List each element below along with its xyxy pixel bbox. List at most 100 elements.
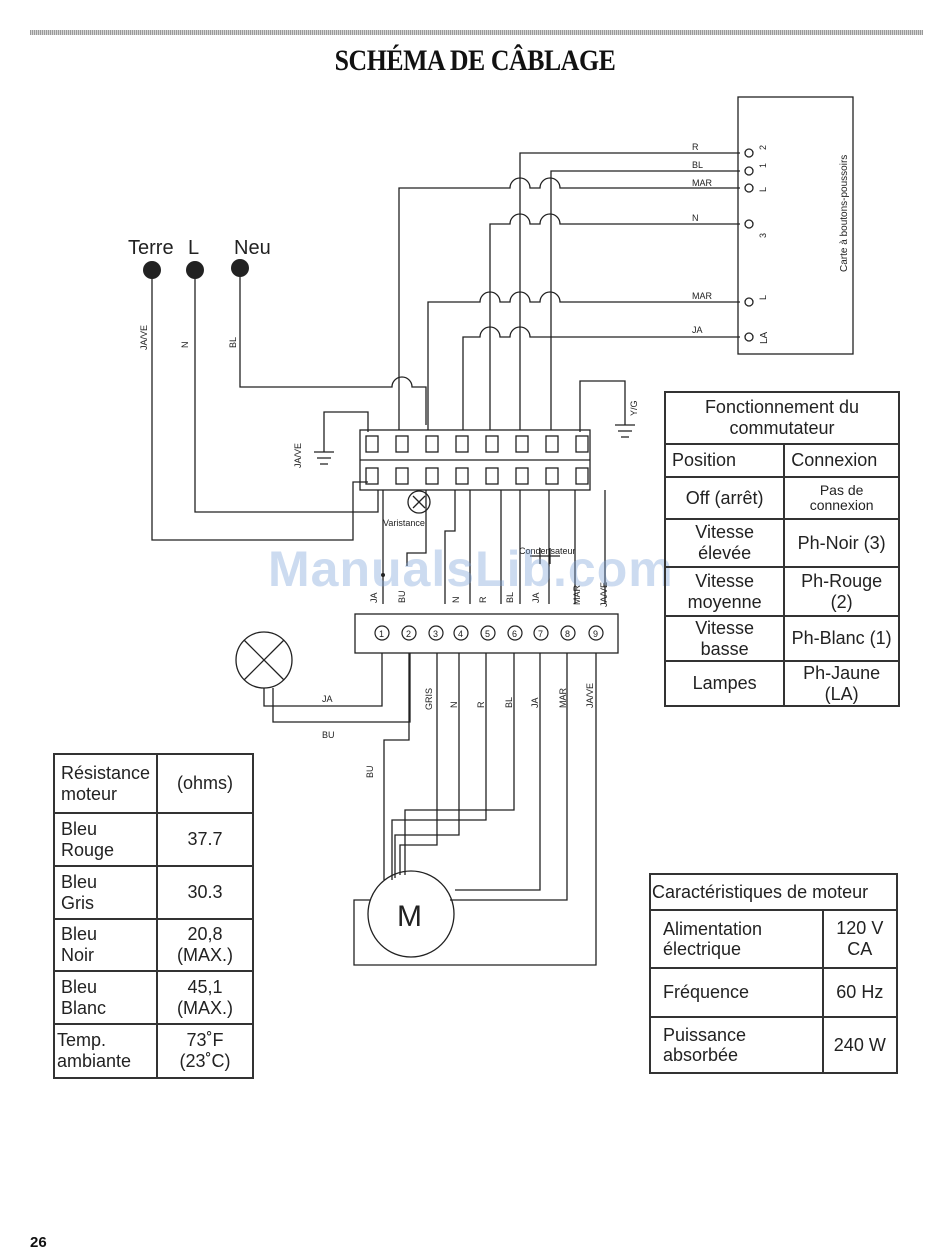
motor-table: Caractéristiques de moteur Alimentation … [649, 873, 899, 1074]
switch-position: Vitesse élevée [663, 518, 786, 568]
wire-bl [550, 170, 740, 430]
resistance-pair: Bleu Blanc [52, 970, 159, 1025]
connector-pin: 2 [406, 629, 411, 639]
resistance-value: 30.3 [156, 865, 254, 920]
switch-table: Fonctionnement du commutateur Position C… [663, 391, 900, 707]
switch-position: Vitesse moyenne [663, 566, 786, 617]
wire-mar-1 [398, 177, 740, 430]
wire-ground-supply [151, 272, 368, 541]
switch-header-position: Position [663, 443, 786, 478]
motor-label: M [397, 900, 422, 933]
wire-label: R [478, 596, 488, 603]
wire-neutral-supply [239, 268, 427, 425]
connector-pin: 9 [593, 629, 598, 639]
wire-ja [462, 326, 740, 430]
pin-label: LA [759, 331, 770, 344]
resistance-value: 45,1 (MAX.) [156, 970, 254, 1025]
varistor-label: Varistance [383, 518, 425, 528]
wire-label: MAR [572, 585, 582, 606]
wire-label: GRIS [424, 688, 434, 710]
resistance-wire-a: Bleu [61, 976, 98, 997]
control-board-box [737, 96, 854, 355]
wire-label: JA [369, 592, 379, 603]
resistance-wire-a: Bleu [61, 818, 98, 839]
wire-label: JA/VE [139, 325, 149, 350]
motor-table-title: Caractéristiques de moteur [649, 873, 898, 911]
connector-pin: 8 [565, 629, 570, 639]
label-l: L [188, 237, 199, 259]
resistance-pair: Bleu Noir [52, 918, 159, 972]
wire-label: BU [365, 765, 375, 778]
wire-label: BL [692, 160, 703, 170]
connector-pin: 6 [512, 629, 517, 639]
wire-label: BU [322, 730, 335, 740]
wire-label: N [180, 342, 190, 349]
wire-label: JA [531, 592, 541, 603]
wire-label: JA/VE [293, 443, 303, 468]
wire-label: JA [530, 697, 540, 708]
resistance-pair: Bleu Rouge [52, 812, 159, 867]
switch-connection: Pas de connexion [783, 476, 900, 520]
resistance-table-unit: (ohms) [156, 753, 254, 814]
ground-symbol-left [314, 451, 334, 465]
switch-connection: Ph-Blanc (1) [783, 615, 900, 662]
connector-pin: 4 [458, 629, 463, 639]
wire-label: R [476, 701, 486, 708]
wire-label: BL [505, 592, 515, 603]
ambient-label: Temp. ambiante [52, 1023, 159, 1079]
wire-label: BL [504, 697, 514, 708]
pin-label: 3 [758, 233, 768, 238]
motor-spec-value: 240 W [821, 1016, 899, 1074]
watermark: ManualsLib.com [268, 541, 674, 597]
resistance-wire-a: Bleu [61, 871, 98, 892]
label-terre: Terre [128, 237, 174, 259]
wire-label: BL [228, 337, 238, 348]
control-board-label: Carte à boutons-poussoirs [839, 155, 850, 272]
wire-label: R [692, 142, 699, 152]
wire-line-supply [194, 272, 379, 513]
connector-pin: 7 [538, 629, 543, 639]
wire-label: JA [322, 694, 333, 704]
resistance-value: 37.7 [156, 812, 254, 867]
ground-symbol-right [615, 424, 635, 438]
wire-mar-2 [427, 291, 740, 430]
resistance-wire-b: Rouge [61, 839, 115, 860]
switch-connection: Ph-Rouge (2) [783, 566, 900, 617]
pin-label: L [758, 187, 768, 192]
wire-label: BU [397, 590, 407, 603]
resistance-wire-b: Noir [61, 945, 95, 965]
connector-pin: 3 [433, 629, 438, 639]
resistance-wire-b: Gris [61, 892, 94, 913]
wire-label: Y/G [629, 400, 639, 416]
switch-position: Off (arrêt) [663, 476, 786, 520]
motor-symbol [367, 870, 455, 958]
switch-connection: Ph-Noir (3) [783, 518, 900, 568]
wire-label: N [692, 213, 699, 223]
resistance-table-title: Résistance moteur [52, 753, 159, 814]
wire-label: JA/VE [585, 683, 595, 708]
wire-label: MAR [692, 291, 713, 301]
varistor-symbol [407, 490, 431, 514]
connector-pin: 1 [379, 629, 384, 639]
pin-label: L [758, 295, 768, 300]
wire-label: JA [692, 325, 703, 335]
resistance-wire-b: Blanc [61, 997, 107, 1018]
motor-spec-value: 60 Hz [821, 967, 899, 1018]
switch-table-title: Fonctionnement du commutateur [664, 391, 900, 445]
wire-ground-right [579, 380, 626, 432]
switch-position: Lampes [663, 660, 786, 707]
resistance-wire-a: Bleu [61, 924, 98, 944]
motor-spec-label: Puissance absorbée [649, 1016, 824, 1074]
wire-label: N [449, 702, 459, 709]
switch-header-connexion: Connexion [783, 443, 900, 478]
wire-n [489, 213, 740, 430]
resistance-table: Résistance moteur (ohms) Bleu Rouge 37.7… [52, 753, 254, 1079]
resistance-pair: Bleu Gris [52, 865, 159, 920]
capacitor-label: Condensateur [519, 546, 576, 556]
motor-spec-value: 120 V CA [821, 909, 899, 969]
top-rule [30, 30, 923, 35]
wire-r [519, 152, 740, 430]
wire-label: JA/VE [599, 582, 609, 607]
capacitor-symbol [530, 548, 560, 564]
